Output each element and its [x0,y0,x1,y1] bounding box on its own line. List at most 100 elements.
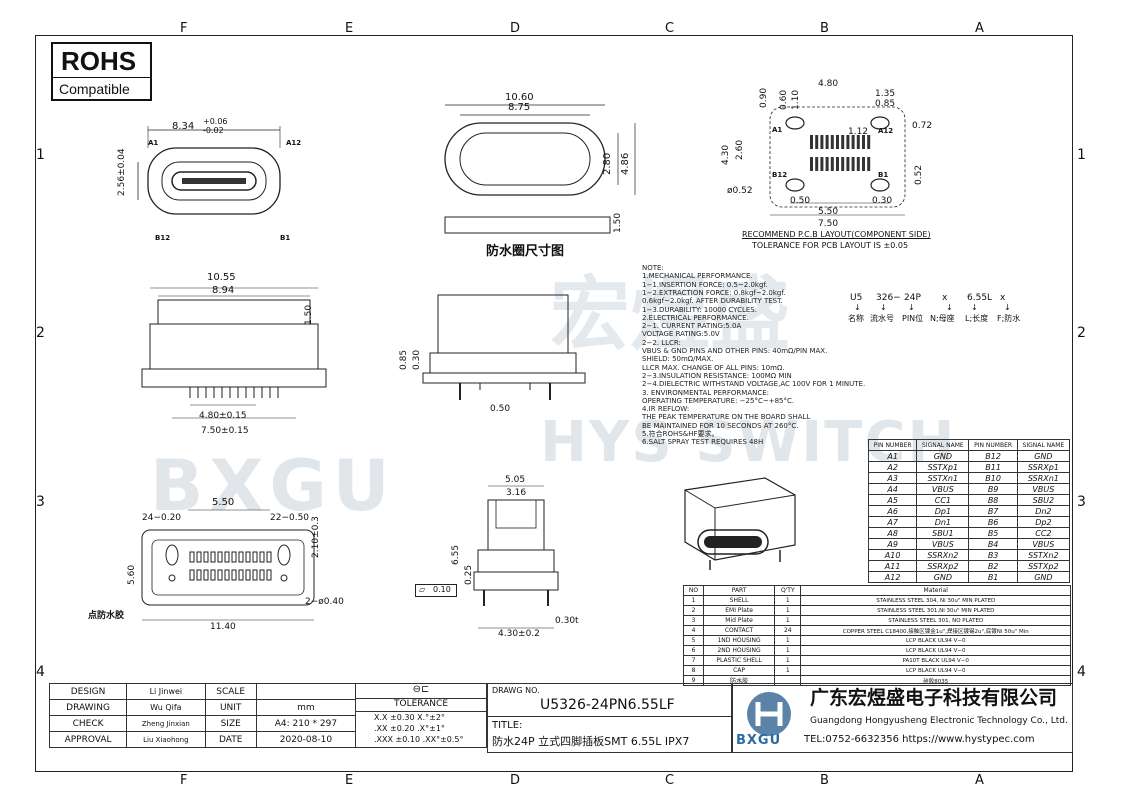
bom-cell: 1 [774,635,802,646]
bottom-pin [210,569,216,581]
zone-label-right: 2 [1077,325,1086,341]
note-line: 0.6kgf~2.0kgf. AFTER DURABILITY TEST. [642,297,783,306]
pcb-pad [851,135,855,149]
note-line: 2−4.DIELECTRIC WITHSTAND VOLTAGE,AC 100V… [642,380,866,389]
pcb-pad [846,135,850,149]
pin-table-cell: SBU2 [1016,494,1071,506]
bottom-pin [210,551,216,563]
note-line: 5.符合ROHS&HF要求。 [642,430,719,438]
pin-table-cell: B7 [968,505,1018,517]
bom-cell: 8 [682,665,705,676]
pcb-dim-4-80: 4.80 [818,79,839,89]
side-view-drawing [422,294,586,400]
pcb-dim-2-60: 2.60 [735,139,745,160]
pcb-dim-5-50: 5.50 [818,207,839,217]
pcb-caption-2: TOLERANCE FOR PCB LAYOUT IS ±0.05 [752,241,909,250]
bottom-length: 11.40 [210,622,236,632]
note-line: NOTE: [642,264,664,272]
bottom-pin [203,569,209,581]
front-height: 1.50 [304,304,314,325]
bom-cell: STAINLESS STEEL 301,Ni 30u" MIN PLATED [800,605,1071,616]
bottom-pin [203,551,209,563]
scale-value [255,683,357,700]
note-line: 1−2.EXTRACTION FORCE: 0.8kgf~2.0kgf. [642,288,786,297]
pin-table-cell: SSRXp2 [916,560,970,572]
pcb-pad [862,135,865,149]
pcb-pad [820,157,824,171]
pcb-dim-0-72: 0.72 [912,121,933,131]
zone-label-left: 4 [36,664,45,680]
note-line: 1−3.DURABILITY: 10000 CYCLES. [642,305,757,314]
bom-cell: 1 [774,595,802,606]
pin-table-cell: SSTXp2 [1016,560,1071,572]
watermark-cn: 宏煜盛 [550,268,790,361]
pin-table-cell: A1 [867,450,918,462]
bom-cell: SHELL [703,595,776,606]
zone-label-bottom: B [820,773,829,788]
pin-table-cell: CC1 [916,494,970,506]
rohs-subtitle: Compatible [59,81,130,97]
pin-table-cell: GND [916,450,970,462]
top-view-pin-b1: B1 [280,234,291,242]
pcb-pad [825,157,829,171]
design-name: Li Jinwei [126,683,206,700]
zone-label-top: B [820,21,829,36]
pcb-dim-0-50: 0.50 [790,196,811,206]
note-line: VOLTAGE RATING:5.0V [642,330,720,339]
bottom-pin [189,551,195,563]
pin-table-cell: B5 [968,527,1018,539]
bom-cell: 5 [682,635,705,646]
tolerance-row: X.X ±0.30 X.°±2° [374,713,445,722]
seal-inner-width: 8.75 [508,102,531,113]
bottom-pin [252,569,258,581]
drawing-title: 防水24P 立式四脚插板SMT 6.55L IPX7 [492,735,690,748]
pcb-pad [810,135,813,149]
pcb-dim-0-52-side: 0.52 [914,164,924,185]
front-view-drawing [141,287,327,419]
pin-table-cell: VBUS [916,483,970,495]
bom-cell: 硅胶8035 [800,675,1071,686]
front-span: 7.50±0.15 [201,426,249,436]
pin-table-cell: A9 [867,538,918,550]
bom-cell: PLASTIC SHELL [703,655,776,666]
pin-table-cell: Dn1 [916,516,970,528]
top-view-drawing [137,126,281,215]
note-line: 1−1.INSERTION FORCE: 0.5~2.0kgf. [642,280,768,289]
pin-table-header: PIN NUMBER [867,439,918,451]
top-view-height: 2.56±0.04 [117,148,127,196]
check-label: CHECK [48,715,128,732]
top-view-width: 8.34 [172,121,195,132]
note-line: 1.MECHANICAL PERFORMANCE. [642,272,753,281]
bottom-label: 点防水胶 [88,611,125,621]
pin-table-cell: SSRXn1 [1016,472,1071,484]
pcb-dim-0-85: 0.85 [875,99,896,109]
bom-cell: 1ND HOUSING [703,635,776,646]
bom-cell: 1 [774,645,802,656]
bottom-pin [224,551,230,563]
pin-table-cell: A11 [867,560,918,572]
bom-header: PART [703,585,776,596]
zone-label-bottom: C [665,773,675,788]
approval-label: APPROVAL [48,731,128,748]
tolerance-cell: ⊖⊏ TOLERANCE X.X ±0.30 X.°±2°.XX ±0.20 .… [355,683,487,748]
pin-table-cell: VBUS [1016,483,1071,495]
drawing-no-block: DRAWG NO. U5326-24PN6.55LF TITLE: 防水24P … [487,683,733,753]
tolerance-row: .XXX ±0.10 .XX°±0.5° [374,735,464,744]
pcb-caption-1: RECOMMEND P.C.B LAYOUT(COMPONENT SIDE) [742,230,931,239]
pin-table-cell: A4 [867,483,918,495]
seal-view-drawing [444,104,636,234]
note-line: 4.IR REFLOW: [642,405,690,414]
part-code-desc: F;防水 [997,314,1021,323]
side-h2: 0.30 [412,349,422,370]
